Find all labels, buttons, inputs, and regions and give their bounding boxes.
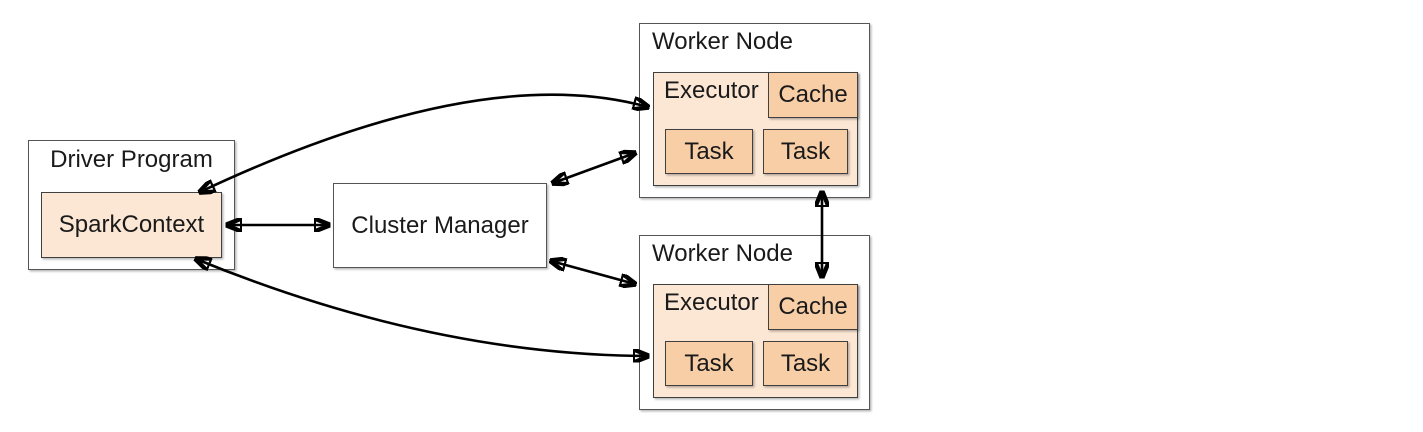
task-2b-box: Task	[763, 341, 848, 386]
arrow-clustermanager-worker1	[553, 153, 635, 183]
cache-1-box: Cache	[768, 72, 858, 118]
task-2b-label: Task	[780, 349, 831, 377]
worker-node-2-label: Worker Node	[652, 240, 793, 267]
arrow-sparkcontext-executor1	[200, 93, 648, 192]
arrow-clustermanager-worker2	[551, 261, 635, 284]
spark-context-box: SparkContext	[41, 192, 222, 258]
cache-2-box: Cache	[768, 284, 858, 330]
cluster-manager-label: Cluster Manager	[351, 211, 529, 239]
task-1a-label: Task	[684, 137, 734, 165]
task-1b-label: Task	[780, 137, 831, 165]
task-2a-label: Task	[684, 349, 734, 377]
cache-2-label: Cache	[778, 293, 848, 321]
spark-context-label: SparkContext	[58, 211, 205, 239]
executor-2-label: Executor	[664, 289, 759, 316]
cluster-manager-box: Cluster Manager	[333, 183, 547, 268]
task-2a-box: Task	[665, 341, 753, 386]
arrow-sparkcontext-executor2	[196, 259, 648, 356]
executor-1-label: Executor	[664, 77, 759, 104]
worker-node-1-label: Worker Node	[652, 28, 793, 55]
driver-program-label: Driver Program	[50, 146, 213, 173]
task-1a-box: Task	[665, 129, 753, 174]
task-1b-box: Task	[763, 129, 848, 174]
cache-1-label: Cache	[778, 81, 848, 109]
